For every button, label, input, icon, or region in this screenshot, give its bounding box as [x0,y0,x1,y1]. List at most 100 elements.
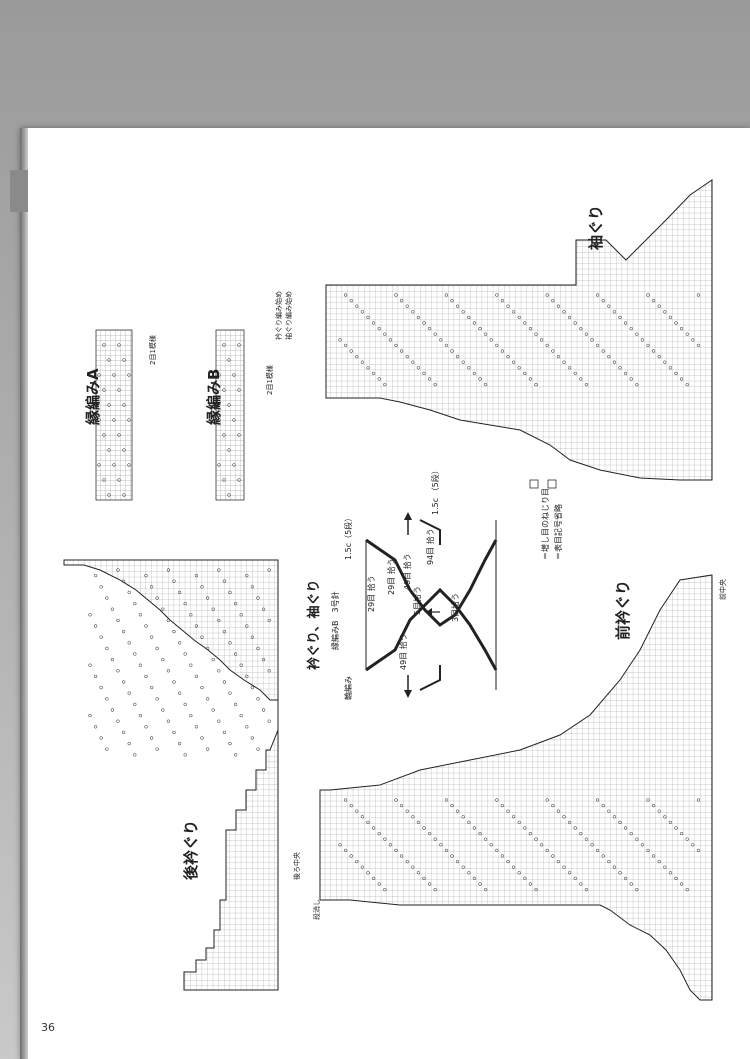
yarn-over-symbol [399,349,404,353]
yarn-over-symbol [116,719,120,723]
yarn-over-symbol [607,304,611,308]
yarn-over-symbol [629,377,633,381]
back-neck-title: 後衿ぐり [182,819,200,880]
yarn-over-symbol [517,366,521,370]
diagram-pick-49-left: 49目 拾う [399,633,408,670]
yarn-over-symbol [245,624,249,628]
yarn-over-symbol [127,590,131,595]
yarn-over-symbol [668,820,673,825]
edging-a-chart [95,329,133,501]
yarn-over-symbol [668,366,673,370]
yarn-over-symbol [205,697,210,701]
yarn-over-symbol [237,478,241,482]
yarn-over-symbol [416,871,421,875]
yarn-over-symbol [506,809,510,813]
yarn-over-symbol [685,382,689,387]
yarn-over-symbol [433,887,437,892]
yarn-over-symbol [97,373,101,377]
yarn-over-symbol [523,826,527,830]
yarn-over-symbol [127,641,131,645]
yarn-over-symbol [511,815,516,819]
yarn-over-symbol [405,304,409,308]
yarn-over-symbol [122,358,126,362]
yarn-over-symbol [439,338,443,342]
yarn-over-symbol [551,298,555,303]
yarn-over-symbol [629,326,633,331]
yarn-over-symbol [102,343,106,347]
yarn-over-symbol [105,646,109,651]
yarn-over-symbol [355,809,359,813]
yarn-over-symbol [127,373,131,377]
yarn-over-symbol [110,607,115,611]
yarn-over-symbol [105,697,109,701]
yarn-over-symbol [355,304,359,308]
yarn-over-symbol [149,736,154,740]
yarn-over-symbol [500,803,505,808]
yarn-over-symbol [232,463,236,467]
yarn-over-symbol [217,568,221,572]
yarn-over-symbol [635,332,639,336]
yarn-over-symbol [183,601,187,606]
yarn-over-symbol [623,826,628,830]
yarn-over-symbol [495,293,499,297]
yarn-over-symbol [489,338,493,342]
yarn-over-symbol [450,803,454,808]
yarn-over-symbol [584,837,589,841]
yarn-over-symbol [635,382,639,387]
yarn-over-symbol [696,293,701,297]
yarn-over-symbol [99,585,103,589]
legend [529,479,557,489]
yarn-over-symbol [99,685,103,690]
yarn-over-symbol [517,315,521,320]
yarn-over-symbol [256,596,260,600]
yarn-over-symbol [222,730,227,735]
yarn-over-symbol [399,803,404,808]
yarn-over-symbol [97,463,101,467]
yarn-over-symbol [517,871,521,875]
yarn-over-symbol [161,708,165,712]
yarn-over-symbol [155,747,159,751]
legend-twist: ＝増し目のねじり目 [541,488,550,560]
yarn-over-symbol [233,601,238,606]
yarn-over-symbol [217,463,221,467]
yarn-over-symbol [411,360,415,364]
yarn-over-symbol [579,326,583,331]
yarn-over-symbol [450,298,454,303]
yarn-over-symbol [144,573,148,578]
yarn-over-symbol [534,382,538,387]
yarn-over-symbol [189,713,193,718]
yarn-over-symbol [222,629,227,634]
yarn-over-symbol [629,882,633,886]
yarn-over-symbol [166,669,171,673]
yarn-over-symbol [161,607,165,611]
yarn-over-symbol [377,377,381,381]
front-step-label: 段消し [313,899,321,920]
yarn-over-symbol [685,887,689,892]
yarn-over-symbol [467,366,471,370]
yarn-over-symbol [584,332,589,336]
yarn-over-symbol [256,747,260,751]
yarn-over-symbol [222,388,226,392]
yarn-over-symbol [595,848,600,853]
yarn-over-symbol [433,837,437,841]
yarn-over-symbol [405,859,409,864]
yarn-over-symbol [383,382,387,387]
yarn-over-symbol [222,343,226,347]
yarn-over-symbol [343,293,348,297]
diagram-pick-29-right: 29目 拾う [387,558,396,595]
yarn-over-symbol [121,629,126,634]
yarn-over-symbol [455,304,460,308]
yarn-over-symbol [506,304,510,308]
yarn-over-symbol [651,803,656,808]
yarn-over-symbol [528,882,533,886]
yarn-over-symbol [205,596,210,600]
yarn-over-symbol [427,377,432,381]
yarn-over-symbol [232,373,236,377]
yarn-over-symbol [646,798,650,802]
yarn-over-symbol [584,382,589,387]
yarn-over-symbol [194,573,199,578]
yarn-over-symbol [657,304,661,308]
yarn-over-symbol [461,310,465,314]
yarn-over-symbol [511,360,516,364]
yarn-over-symbol [200,635,204,639]
